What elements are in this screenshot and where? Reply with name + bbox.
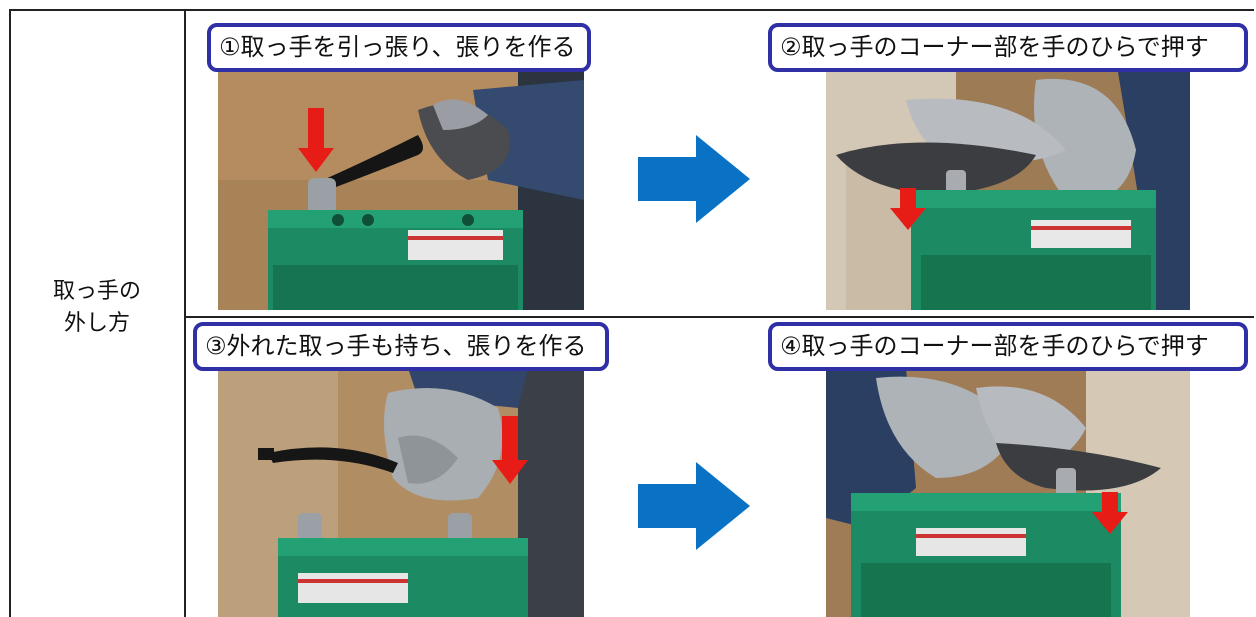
step-1-label: ①取っ手を引っ張り、張りを作る (207, 23, 591, 72)
step-1-photo (218, 60, 584, 310)
down-arrow-icon (890, 188, 926, 230)
table-column-divider (184, 9, 186, 617)
step-2-label: ②取っ手のコーナー部を手のひらで押す (768, 23, 1248, 72)
down-arrow-icon (298, 108, 334, 172)
step-2-photo (826, 60, 1190, 310)
table-top-border (9, 9, 1254, 11)
row-header-line1: 取っ手の (52, 279, 141, 304)
step-4-label: ④取っ手のコーナー部を手のひらで押す (768, 322, 1248, 371)
right-arrow-icon (638, 462, 750, 550)
step-3-photo (218, 368, 584, 617)
down-arrow-icon (492, 416, 528, 484)
table-left-border (9, 9, 11, 617)
table-row-divider (184, 316, 1254, 318)
right-arrow-icon (638, 135, 750, 223)
row-header-line2: 外し方 (63, 311, 130, 336)
step-4-photo (826, 368, 1190, 617)
row-header: 取っ手の 外し方 (12, 276, 182, 340)
down-arrow-icon (1092, 492, 1128, 534)
step-3-label: ③外れた取っ手も持ち、張りを作る (193, 322, 609, 371)
